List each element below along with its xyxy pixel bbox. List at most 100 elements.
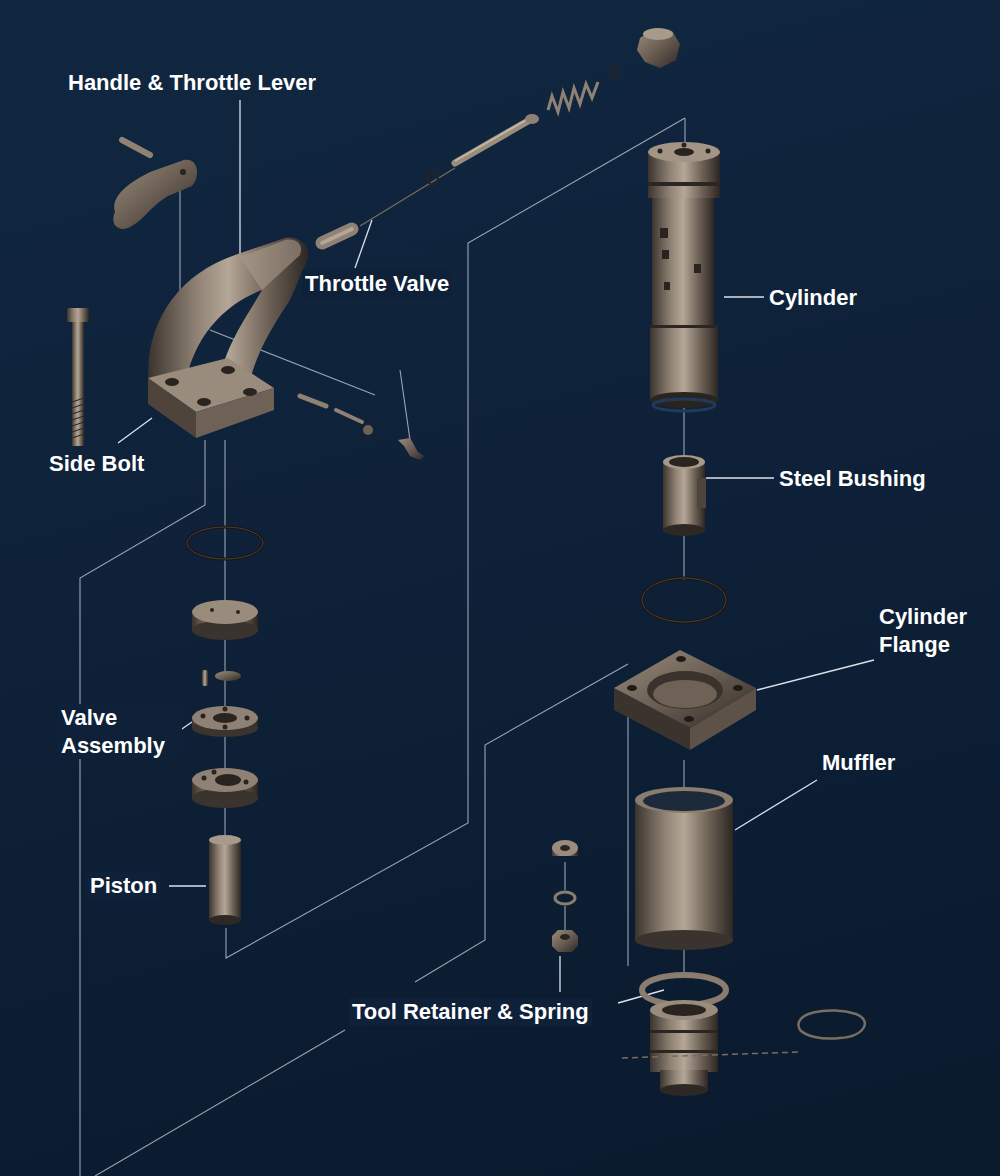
- part-shape: [72, 398, 84, 402]
- part-shape: [611, 66, 619, 78]
- part-label: Side Bolt: [49, 450, 144, 478]
- part-shape: [643, 791, 725, 811]
- part-shape: [179, 175, 180, 300]
- part-shape: [642, 578, 726, 622]
- part-shape: [360, 168, 455, 226]
- part-shape: [245, 716, 250, 721]
- part-shape: [196, 388, 274, 438]
- part-shape: [663, 524, 705, 536]
- throttle-valve-parts: [322, 28, 680, 243]
- part-label: Cylinder: [769, 284, 857, 312]
- part-label: Handle & Throttle Lever: [68, 69, 316, 97]
- part-shape: [72, 428, 84, 432]
- part-shape: [564, 906, 565, 930]
- part-shape: [210, 608, 214, 612]
- part-shape: [682, 143, 687, 148]
- part-shape: [650, 1050, 718, 1053]
- part-shape: [653, 680, 717, 708]
- part-shape: [322, 229, 352, 243]
- cylinder: [648, 142, 720, 411]
- part-shape: [202, 776, 207, 781]
- part-shape: [72, 322, 84, 446]
- part-shape: [622, 1052, 800, 1058]
- part-shape: [244, 780, 249, 785]
- part-shape: [197, 398, 211, 406]
- part-shape: [684, 716, 694, 722]
- part-shape: [642, 578, 726, 622]
- part-shape: [336, 410, 362, 422]
- leader-lines: [118, 100, 874, 1003]
- part-shape: [663, 462, 705, 530]
- part-shape: [669, 457, 699, 467]
- side-bolt: [67, 308, 89, 446]
- part-shape: [548, 82, 598, 112]
- part-shape: [648, 182, 720, 186]
- part-shape: [627, 685, 637, 691]
- part-shape: [212, 770, 217, 775]
- part-shape: [559, 956, 560, 992]
- part-shape: [552, 930, 578, 952]
- part-shape: [635, 800, 733, 940]
- part-shape: [72, 416, 84, 420]
- part-shape: [169, 885, 206, 886]
- part-shape: [202, 670, 208, 686]
- valve-stack: [187, 527, 263, 925]
- part-shape: [95, 1030, 345, 1176]
- part-shape: [660, 1084, 708, 1096]
- part-shape: [72, 398, 84, 438]
- part-shape: [660, 228, 668, 238]
- part-label: Tool Retainer & Spring: [349, 998, 592, 1026]
- part-shape: [683, 532, 684, 580]
- part-shape: [706, 477, 774, 478]
- part-shape: [650, 325, 718, 400]
- part-shape: [697, 478, 706, 508]
- part-shape: [165, 378, 179, 386]
- part-shape: [72, 434, 84, 438]
- part-shape: [653, 399, 715, 411]
- part-shape: [647, 671, 723, 709]
- part-shape: [724, 296, 764, 297]
- part-shape: [201, 714, 206, 719]
- part-shape: [215, 774, 241, 786]
- part-shape: [676, 656, 686, 662]
- part-shape: [118, 418, 152, 443]
- part-shape: [148, 378, 196, 438]
- part-shape: [72, 410, 84, 414]
- small-parts: [300, 396, 424, 460]
- part-label: Cylinder Flange: [879, 603, 991, 658]
- part-shape: [706, 149, 711, 154]
- part-shape: [564, 862, 565, 890]
- part-shape: [221, 366, 235, 374]
- part-shape: [674, 148, 694, 156]
- part-shape: [226, 118, 685, 958]
- part-shape: [643, 28, 673, 40]
- part-shape: [243, 388, 257, 396]
- part-shape: [240, 240, 301, 290]
- nuts: [552, 840, 578, 952]
- part-label: Throttle Valve: [302, 270, 452, 298]
- part-shape: [650, 1030, 718, 1033]
- part-shape: [415, 664, 628, 982]
- part-shape: [223, 725, 228, 730]
- part-shape: [664, 282, 670, 290]
- part-shape: [650, 1000, 718, 1020]
- part-shape: [192, 600, 258, 624]
- part-label: Steel Bushing: [779, 465, 926, 493]
- muffler: [635, 787, 733, 950]
- part-label: Piston: [87, 872, 160, 900]
- part-shape: [683, 948, 684, 975]
- part-shape: [209, 835, 241, 845]
- part-shape: [663, 455, 705, 469]
- part-shape: [187, 527, 263, 559]
- part-shape: [213, 713, 237, 723]
- part-shape: [555, 892, 575, 904]
- part-shape: [80, 440, 205, 1176]
- part-shape: [662, 1004, 706, 1016]
- part-shape: [113, 160, 197, 229]
- part-shape: [67, 308, 89, 322]
- o-ring: [642, 578, 726, 622]
- part-shape: [122, 140, 150, 155]
- part-shape: [662, 250, 669, 259]
- part-shape: [757, 660, 874, 690]
- part-shape: [72, 404, 84, 408]
